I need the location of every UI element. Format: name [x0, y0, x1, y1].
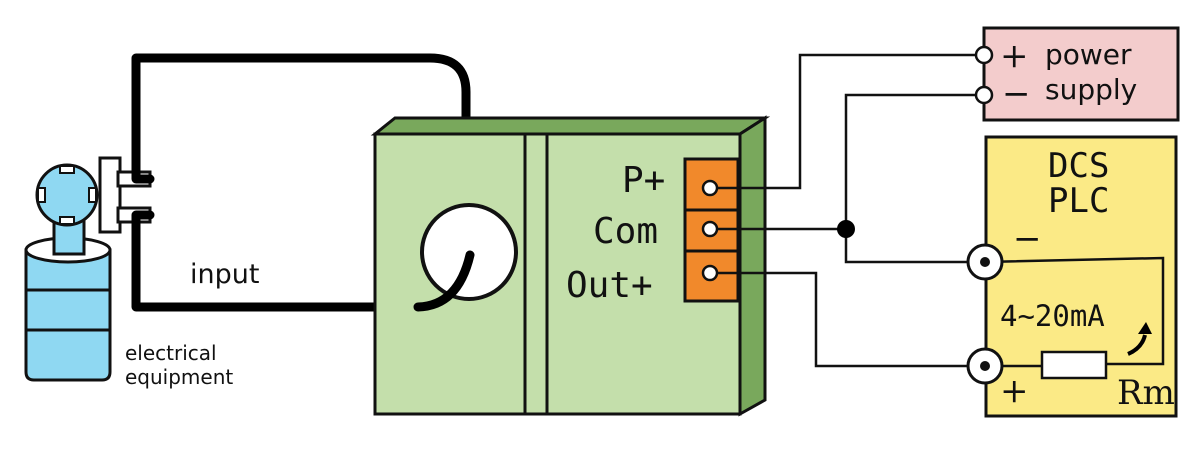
terminal-screw-icon — [701, 179, 719, 197]
power-supply-label-line1: power — [1045, 38, 1132, 71]
wire-p-plus-to-power-plus — [717, 53, 976, 190]
dcs-internal-loop — [984, 256, 1165, 366]
current-range-label: 4~20mA — [1000, 299, 1105, 333]
current-arrow-icon — [1127, 334, 1147, 356]
dcs-plc-unit — [966, 135, 1178, 418]
resistor-label: Rm — [1117, 373, 1175, 413]
current-arrow-head — [1138, 322, 1152, 334]
terminal-label-p-plus: P+ — [622, 160, 665, 201]
input-cable-through-hole — [413, 250, 475, 312]
input-cable-upper — [131, 53, 471, 184]
equipment-label-line1: electrical — [125, 341, 217, 365]
sensor-notch — [37, 187, 46, 203]
resistor-rm — [1040, 350, 1108, 380]
connector-plate — [98, 156, 122, 234]
terminal-screw-icon — [701, 264, 719, 282]
input-label: input — [190, 259, 259, 290]
equipment-cylinder — [24, 248, 112, 382]
wire-power-minus-to-dcs-minus — [844, 93, 976, 264]
terminal-block — [683, 157, 740, 303]
power-supply-label-line2: supply — [1045, 73, 1137, 106]
junction-dot — [837, 220, 855, 238]
power-supply — [974, 26, 1180, 122]
terminal-label-out-plus: Out+ — [566, 265, 653, 306]
dcs-label-line2: PLC — [1048, 181, 1109, 221]
transmitter-module — [370, 115, 771, 417]
terminal-label-com: Com — [593, 211, 658, 252]
dcs-minus-sign: − — [1013, 219, 1042, 259]
equipment-label-line2: equipment — [125, 365, 233, 389]
power-minus-sign: − — [1002, 74, 1031, 114]
wire-out-plus-to-dcs-plus — [717, 271, 968, 368]
power-plus-sign: + — [1000, 36, 1029, 76]
sensor-notch — [88, 187, 97, 203]
terminal-screw-icon — [701, 220, 719, 238]
sensor-notch — [59, 216, 75, 225]
power-minus-terminal-icon — [974, 85, 994, 105]
power-supply-box — [982, 26, 1180, 122]
module-side-face — [738, 115, 767, 417]
module-top-face — [370, 116, 771, 136]
dcs-label-line1: DCS — [1048, 146, 1109, 186]
power-plus-terminal-icon — [974, 45, 994, 65]
electrical-equipment — [24, 156, 152, 382]
dcs-plus-sign: + — [1000, 371, 1029, 411]
dcs-minus-terminal-dot — [980, 257, 990, 267]
dcs-plus-terminal-dot — [980, 361, 990, 371]
sensor-notch — [59, 165, 75, 174]
